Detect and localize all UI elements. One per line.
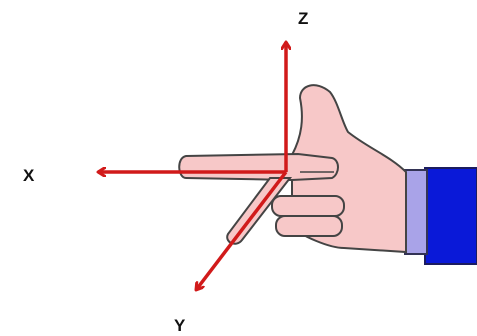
hand-curled-finger-2	[275, 215, 343, 237]
x-axis-label: X	[23, 166, 35, 185]
y-axis-label: Y	[174, 316, 186, 335]
hand-index-finger	[178, 152, 339, 182]
hand-curled-finger-1	[271, 195, 345, 217]
cuff	[404, 169, 428, 255]
sleeve	[424, 167, 477, 265]
z-axis-label: Z	[298, 9, 309, 28]
y-axis-arrow	[196, 170, 288, 290]
